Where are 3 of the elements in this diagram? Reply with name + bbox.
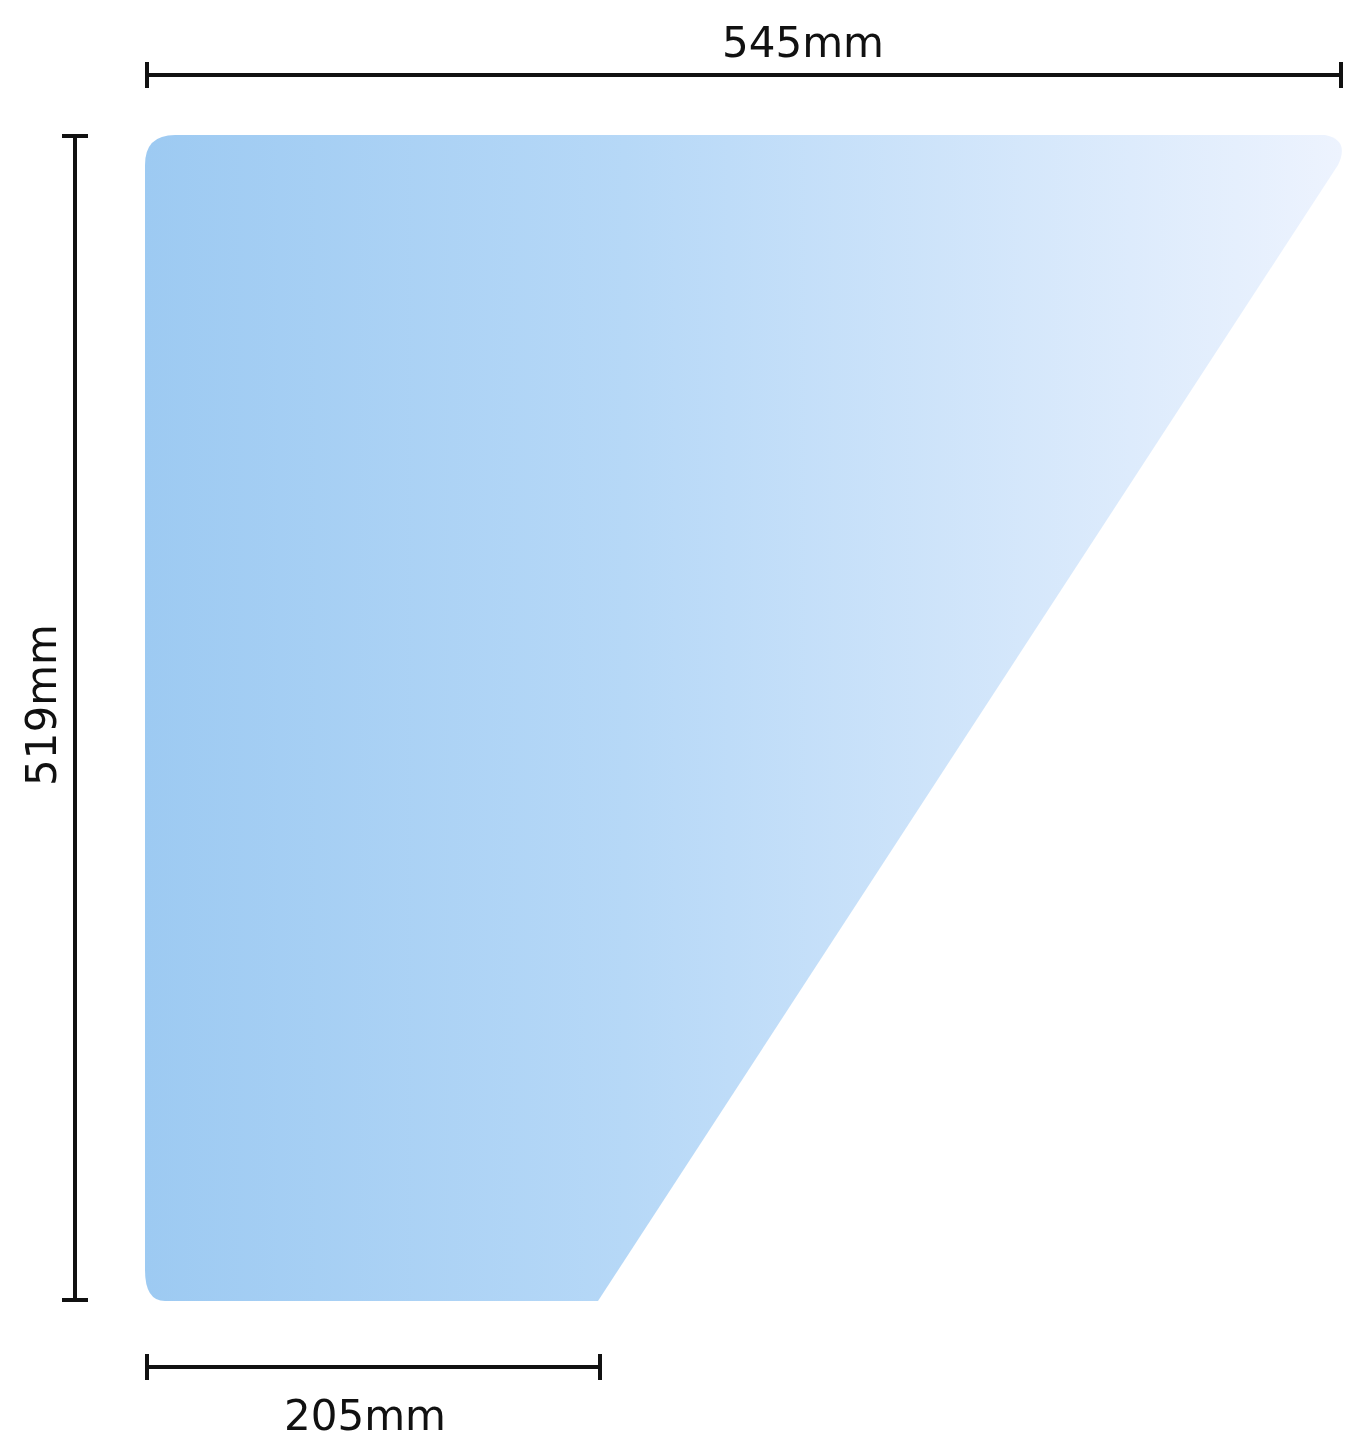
dimension-label: 545mm — [722, 22, 884, 64]
dimension-label: 205mm — [284, 1395, 446, 1437]
dimension-label: 519mm — [21, 624, 63, 786]
